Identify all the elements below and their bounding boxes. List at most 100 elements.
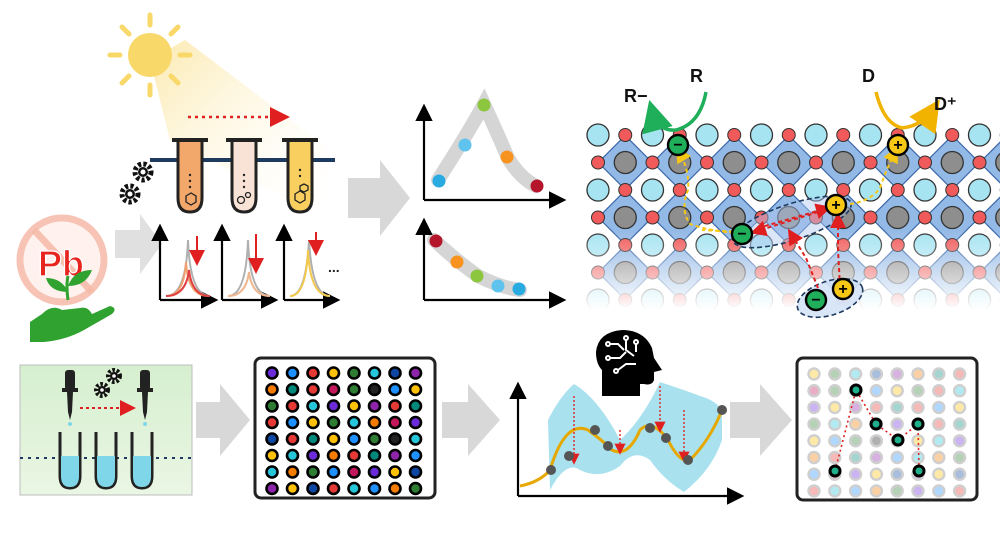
well <box>890 484 904 498</box>
well <box>828 450 842 465</box>
well <box>932 384 946 398</box>
flow-arrows <box>115 160 792 456</box>
a-site-ion <box>858 178 883 202</box>
svg-text:+: + <box>831 197 840 214</box>
well <box>848 417 863 431</box>
well <box>911 434 925 448</box>
absorption-plots <box>151 223 341 309</box>
gear-icon <box>119 183 141 205</box>
sample-point <box>661 433 671 443</box>
well <box>367 366 382 380</box>
anion <box>645 210 660 225</box>
b-site-ion <box>940 205 964 230</box>
electron: − <box>730 222 754 246</box>
well <box>285 382 300 397</box>
well <box>869 450 884 465</box>
well <box>265 399 279 413</box>
well <box>347 399 361 413</box>
gear-icon <box>106 368 122 384</box>
b-site-ion <box>940 150 964 175</box>
well <box>932 400 946 415</box>
well <box>408 366 423 380</box>
well <box>828 367 842 381</box>
well <box>347 415 361 430</box>
well <box>285 481 300 496</box>
photoreactor <box>119 107 335 214</box>
well <box>848 400 863 415</box>
well <box>848 434 863 448</box>
well <box>932 467 946 481</box>
faded-well-grid <box>807 367 967 498</box>
well <box>848 484 863 498</box>
well <box>828 400 842 415</box>
well <box>285 399 300 413</box>
well <box>828 417 842 431</box>
well <box>306 481 320 496</box>
a-site-ion <box>749 123 774 147</box>
a-site-ion <box>586 178 610 202</box>
well <box>807 467 821 481</box>
well <box>367 481 382 496</box>
well <box>306 399 320 413</box>
a-site-ion <box>804 178 828 202</box>
well <box>911 484 925 498</box>
well <box>848 450 863 465</box>
sun-group <box>107 12 330 220</box>
well <box>326 415 341 430</box>
data-point <box>477 98 491 112</box>
b-site-ion <box>777 150 801 175</box>
charges: −+−+−+ <box>666 133 910 312</box>
well <box>932 484 946 498</box>
well <box>807 484 821 498</box>
svg-text:−: − <box>673 137 682 154</box>
a-site-ion <box>913 123 937 147</box>
well <box>347 465 361 479</box>
well <box>869 467 884 481</box>
well <box>952 450 967 465</box>
well <box>828 434 842 448</box>
well <box>890 367 904 381</box>
scatter-plot-top <box>415 88 567 209</box>
data-point <box>432 174 446 188</box>
well <box>408 465 423 479</box>
well <box>890 467 904 481</box>
well <box>306 415 320 430</box>
anion <box>754 155 769 170</box>
well <box>326 465 341 479</box>
well <box>869 384 884 398</box>
data-point <box>512 282 526 296</box>
absorption-plot-2 <box>213 223 279 309</box>
a-site-ion <box>749 178 774 202</box>
well-plate <box>253 356 437 500</box>
anion <box>700 210 714 225</box>
anion <box>672 183 687 197</box>
sample-point <box>546 465 556 475</box>
svg-text:−: − <box>811 292 820 309</box>
selected-well <box>869 417 883 431</box>
well <box>869 484 884 498</box>
octahedron <box>978 141 1000 184</box>
selected-well <box>828 464 842 478</box>
well <box>347 481 361 496</box>
sample-point <box>590 425 600 435</box>
well <box>807 384 821 398</box>
anion <box>700 155 714 170</box>
d-plus-label: D⁺ <box>934 94 957 114</box>
anion <box>809 155 823 170</box>
anion <box>591 210 605 225</box>
selected-wells <box>828 383 926 478</box>
well <box>848 367 863 381</box>
well <box>347 366 361 380</box>
anion <box>618 183 633 197</box>
a-site-ion <box>913 178 937 202</box>
anion <box>645 155 660 170</box>
scatter-plot-bottom <box>415 217 567 309</box>
well <box>911 367 925 381</box>
well <box>347 382 361 397</box>
ml-optimisation-plot <box>509 330 745 505</box>
selected-well <box>911 417 925 431</box>
well <box>911 450 925 465</box>
well <box>347 448 361 463</box>
well <box>932 450 946 465</box>
well <box>952 467 967 481</box>
